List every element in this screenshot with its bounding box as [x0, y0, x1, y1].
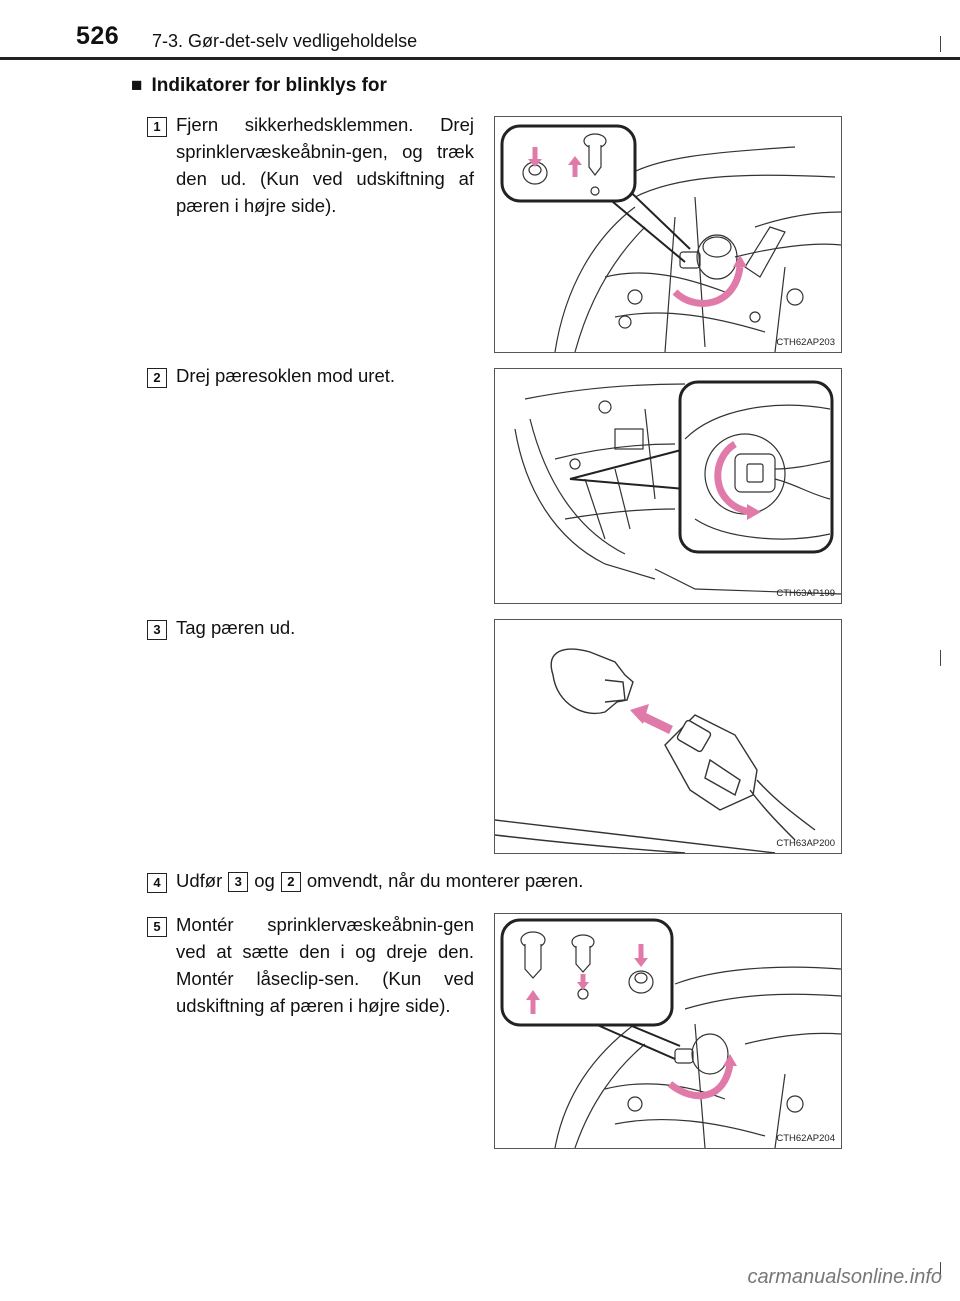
bulb-socket-illustration — [514, 380, 841, 595]
step-badge-4: 4 — [147, 873, 167, 893]
step-text-2: Drej pæresoklen mod uret. — [176, 365, 396, 386]
watermark: carmanualsonline.info — [747, 1266, 942, 1288]
page-number: 526 — [76, 22, 120, 50]
step-4-text-b: og — [254, 870, 275, 891]
section-heading-text: Indikatorer for blinklys for — [151, 75, 387, 96]
figure-code: CTH62AP204 — [776, 1133, 835, 1144]
bulb-removal-illustration — [495, 648, 816, 853]
crop-mark — [940, 36, 941, 52]
step-4-text-c: omvendt, når du monterer pæren. — [306, 870, 584, 891]
install-inlet-illustration — [500, 918, 841, 1148]
washer-inlet-illustration — [500, 124, 841, 352]
step-badge-1: 1 — [147, 117, 167, 137]
step-4-text-a: Udfør — [176, 870, 223, 891]
section-heading: ■ Indikatorer for blinklys for — [131, 75, 387, 97]
step-ref-badge-3: 3 — [228, 872, 249, 892]
step-text-1: Fjern sikkerhedsklemmen. Drej sprinklerv… — [176, 114, 474, 216]
step-text-5: Montér sprinklervæskeåbnin-gen ved at sæ… — [176, 914, 474, 1016]
step-badge-2: 2 — [147, 368, 167, 388]
figure-remove-bulb: CTH63AP200 — [494, 619, 842, 854]
header-rule — [0, 57, 960, 60]
figure-rotate-bulb-socket: CTH63AP199 — [494, 368, 842, 604]
figure-code: CTH63AP199 — [776, 588, 835, 599]
figure-install-washer-inlet: CTH62AP204 — [494, 913, 842, 1149]
chapter-title: 7-3. Gør-det-selv vedligeholdelse — [152, 31, 418, 51]
crop-mark — [940, 1262, 941, 1278]
step-badge-5: 5 — [147, 917, 167, 937]
square-bullet-icon: ■ — [131, 75, 143, 96]
step-ref-badge-2: 2 — [280, 872, 301, 892]
step-text-3: Tag pæren ud. — [176, 617, 296, 638]
step-badge-3: 3 — [147, 620, 167, 640]
figure-remove-washer-inlet: CTH62AP203 — [494, 116, 842, 353]
figure-code: CTH63AP200 — [776, 838, 835, 849]
figure-code: CTH62AP203 — [776, 337, 835, 348]
crop-mark — [940, 650, 941, 666]
